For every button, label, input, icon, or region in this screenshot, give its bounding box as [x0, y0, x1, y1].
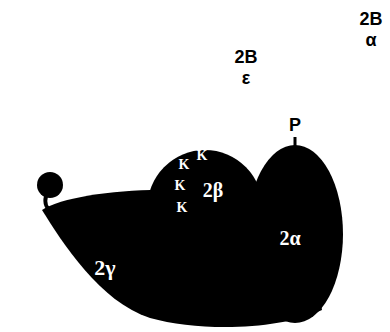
alpha-domain: 2α — [247, 145, 343, 323]
beta-domain: KKKK2β — [147, 150, 263, 268]
domain-label: K — [197, 149, 208, 163]
subunit-label: 2B α — [359, 9, 382, 50]
domain-label: K — [179, 158, 190, 172]
gamma-domain: 2γ — [60, 230, 160, 300]
domain-label: 2γ — [94, 257, 115, 279]
domain-label: K — [177, 201, 188, 215]
domain-label: 2β — [203, 180, 224, 200]
head-domain — [37, 172, 63, 198]
phospho-label: P — [289, 115, 301, 136]
domain-label: 2α — [279, 228, 300, 248]
subunit-label: 2B ε — [234, 47, 257, 88]
domain-label: K — [175, 179, 186, 193]
domain-shape — [147, 150, 263, 268]
